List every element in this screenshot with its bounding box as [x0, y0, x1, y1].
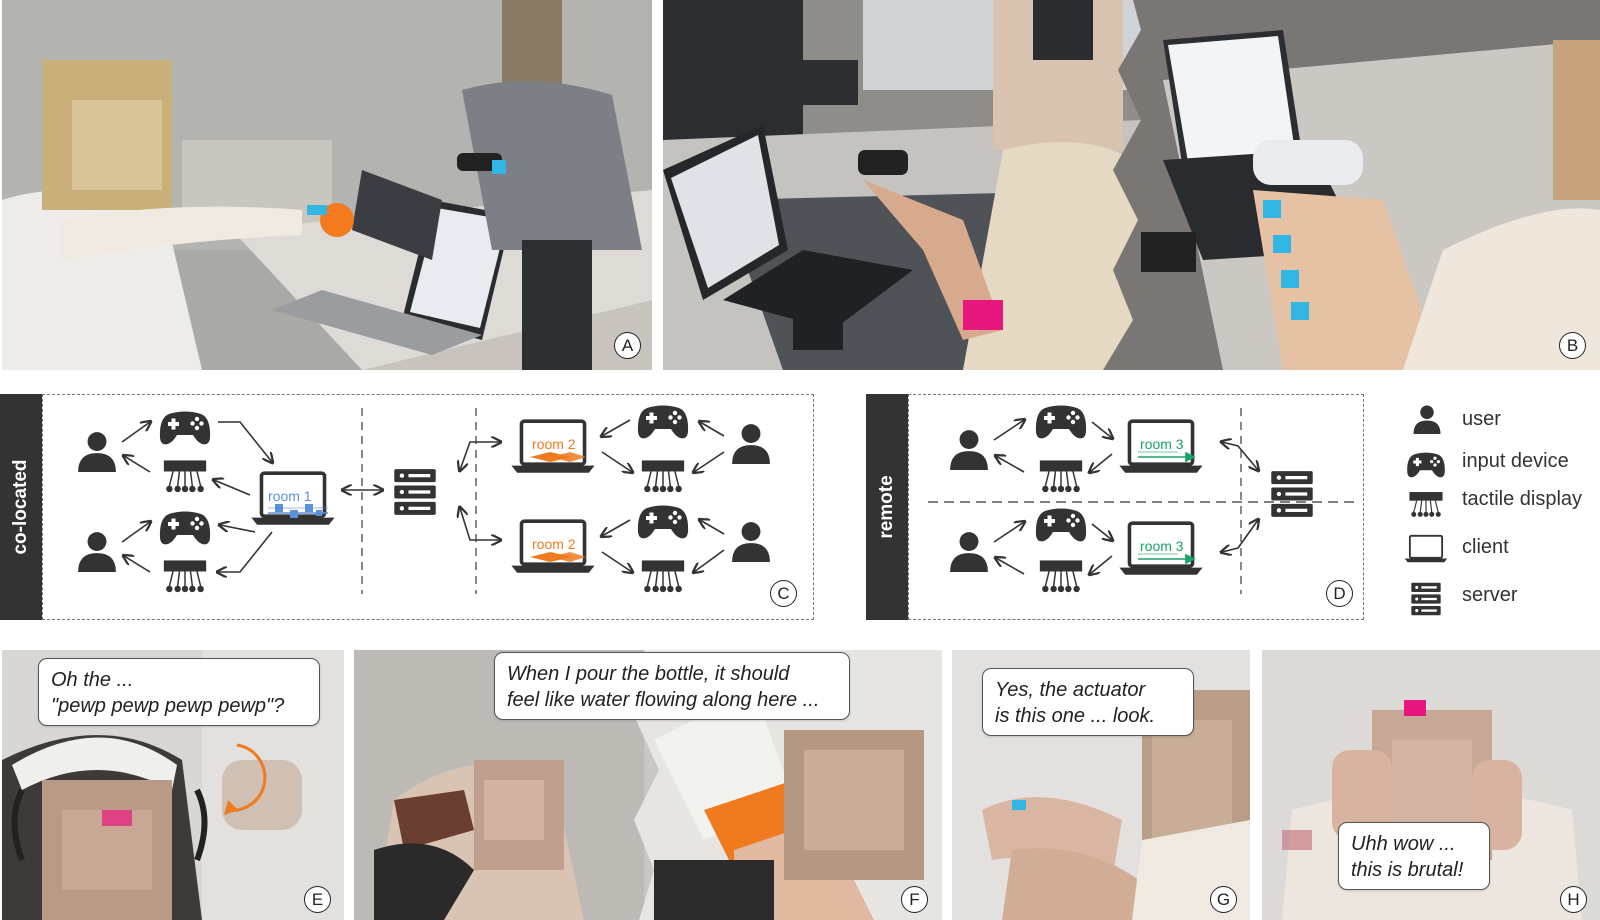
panel-c-diagram: [78, 405, 770, 594]
room-label-2b: room 2: [532, 536, 576, 552]
gamepad-icon: [1035, 405, 1087, 439]
photo-panel-a: A: [2, 0, 652, 370]
legend-label-input-device: input device: [1462, 450, 1569, 472]
user-icon: [950, 532, 988, 572]
quote-g-line-1: Yes, the actuator: [995, 679, 1146, 701]
quote-bubble-f: When I pour the bottle, it should feel l…: [494, 652, 850, 720]
room-label-3a: room 3: [1140, 436, 1184, 452]
quote-bubble-e: Oh the ... "pewp pewp pewp pewp"?: [38, 658, 320, 726]
photo-panel-f: When I pour the bottle, it should feel l…: [354, 650, 942, 920]
photo-panel-e: Oh the ... "pewp pewp pewp pewp"? E: [2, 650, 344, 920]
panel-label-b: B: [1559, 332, 1586, 359]
quote-h-line-2: this is brutal!: [1351, 859, 1464, 881]
panel-label-d: D: [1326, 580, 1353, 607]
gamepad-icon: [1035, 508, 1087, 542]
panel-label-f: F: [901, 886, 928, 913]
gamepad-icon: [159, 411, 211, 445]
sidebar-remote: remote: [866, 394, 908, 620]
tactile-display-icon: [641, 459, 685, 493]
panel-label-c: C: [770, 580, 797, 607]
room-label-3b: room 3: [1140, 538, 1184, 554]
laptop-icon: [1404, 534, 1448, 564]
panel-label-g: G: [1210, 886, 1237, 913]
gamepad-icon: [1406, 450, 1446, 480]
legend-label-client: client: [1462, 536, 1509, 558]
user-icon: [732, 522, 770, 562]
panel-label-e: E: [304, 886, 331, 913]
user-icon: [78, 432, 116, 472]
quote-bubble-h: Uhh wow ... this is brutal!: [1338, 822, 1490, 890]
legend-label-server: server: [1462, 584, 1518, 606]
panel-c-frame: [42, 394, 814, 620]
server-icon: [394, 469, 436, 515]
user-icon: [732, 424, 770, 464]
photo-panel-b: B: [663, 0, 1600, 370]
quote-e-line-1: Oh the ...: [51, 669, 134, 691]
room-label-1: room 1: [268, 488, 312, 504]
gamepad-icon: [637, 405, 689, 439]
quote-f-line-1: When I pour the bottle, it should: [507, 663, 790, 685]
tactile-display-icon: [163, 459, 207, 493]
photo-panel-g: Yes, the actuator is this one ... look. …: [952, 650, 1250, 920]
room3-signal-icon: [1138, 451, 1196, 565]
server-icon: [1410, 582, 1442, 616]
tactile-display-icon: [163, 559, 207, 593]
room1-timeline-icon: [268, 504, 328, 518]
panel-label-h: H: [1560, 886, 1587, 913]
quote-h-line-1: Uhh wow ...: [1351, 833, 1456, 855]
gamepad-icon: [637, 505, 689, 539]
user-icon: [78, 532, 116, 572]
panel-d-frame: [908, 394, 1364, 620]
quote-bubble-g: Yes, the actuator is this one ... look.: [982, 668, 1194, 736]
room2-signal-icon: [530, 452, 586, 562]
panel-label-a: A: [614, 332, 641, 359]
quote-e-line-2: "pewp pewp pewp pewp"?: [51, 695, 285, 717]
tactile-display-icon: [1039, 459, 1083, 493]
gamepad-icon: [159, 511, 211, 545]
legend-label-tactile-display: tactile display: [1462, 488, 1583, 510]
server-icon: [1271, 471, 1313, 517]
user-icon: [1412, 404, 1442, 434]
room-label-2a: room 2: [532, 436, 576, 452]
quote-g-line-2: is this one ... look.: [995, 705, 1156, 727]
quote-f-line-2: feel like water flowing along here ...: [507, 689, 820, 711]
user-icon: [950, 430, 988, 470]
tactile-display-icon: [1408, 490, 1444, 520]
photo-panel-h: Uhh wow ... this is brutal! H: [1262, 650, 1600, 920]
tactile-display-icon: [1039, 559, 1083, 593]
panel-d-diagram: [928, 405, 1356, 594]
sidebar-co-located: co-located: [0, 394, 42, 620]
legend-label-user: user: [1462, 408, 1501, 430]
tactile-display-icon: [641, 559, 685, 593]
